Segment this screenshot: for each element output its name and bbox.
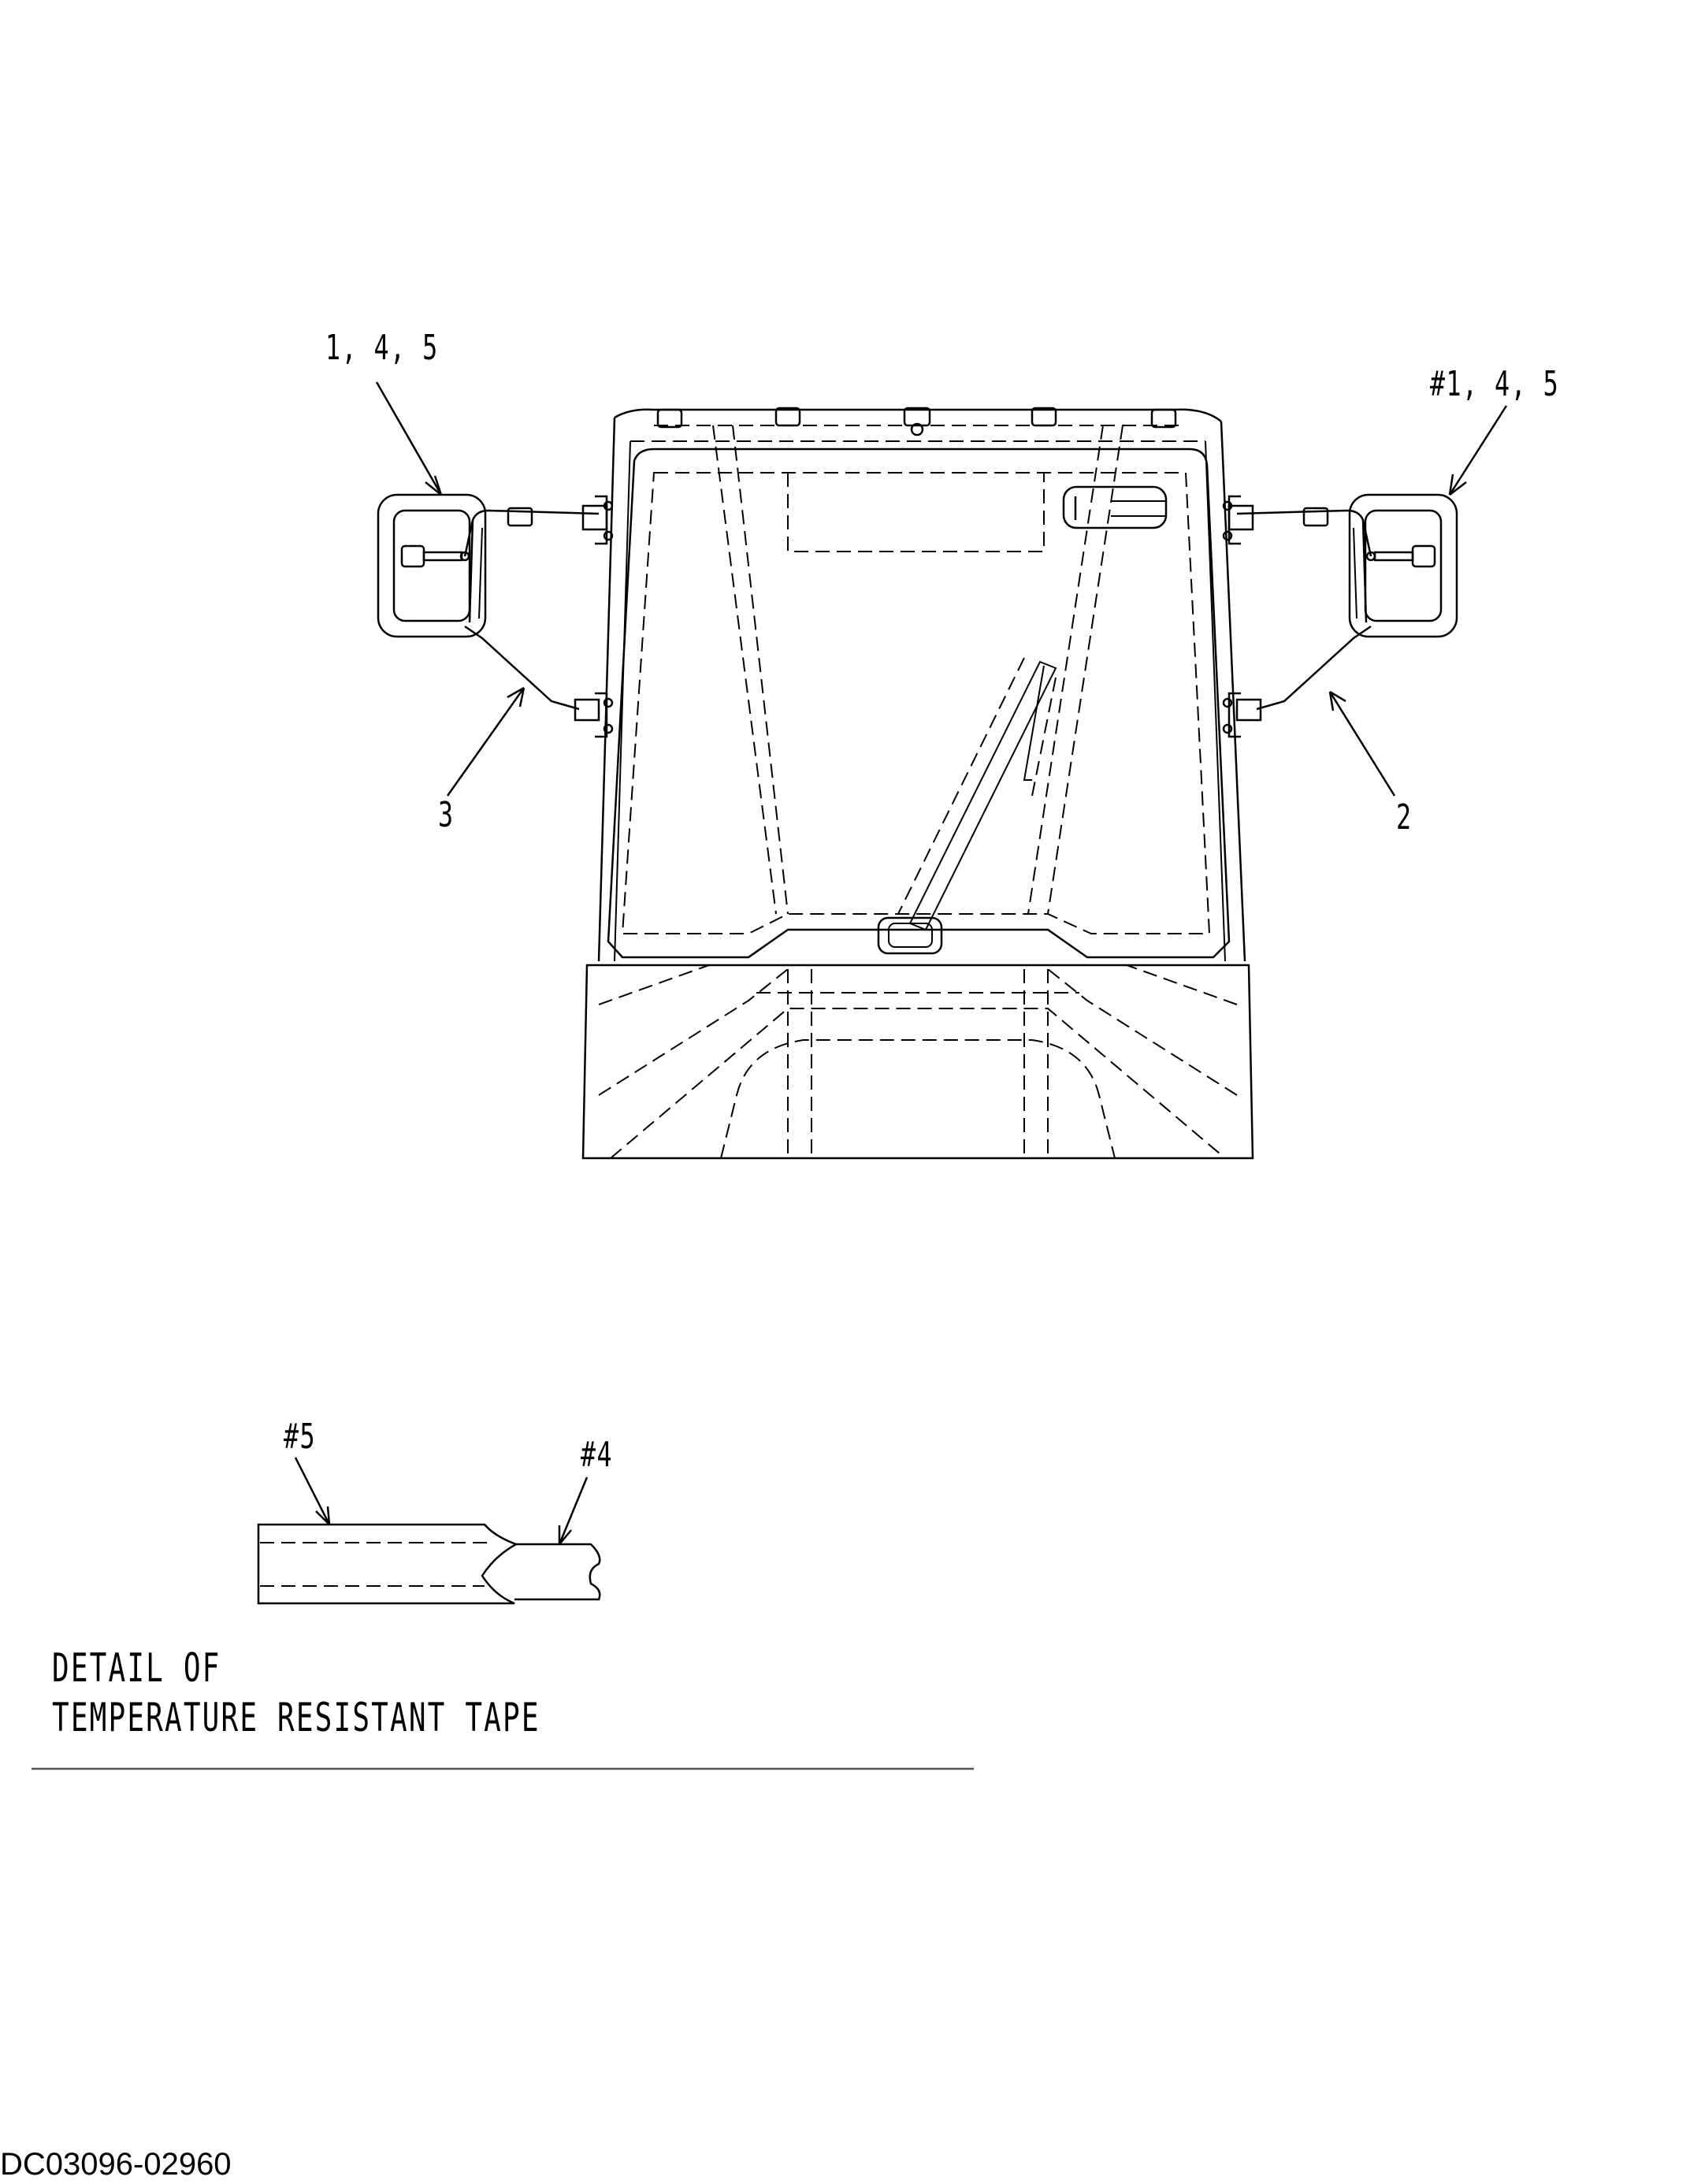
- callout-tape-inner: #4: [581, 1435, 614, 1475]
- callout-left-stay: 3: [438, 795, 455, 835]
- document-id: DC03096-02960: [0, 2147, 232, 2182]
- callout-right-mirror: #1, 4, 5: [1430, 364, 1560, 404]
- left-mirror-assembly: [377, 493, 614, 738]
- callout-left-mirror: 1, 4, 5: [325, 328, 439, 368]
- leader-lines: [375, 381, 1508, 797]
- right-mirror-assembly: [1222, 493, 1458, 738]
- callout-right-stay: 2: [1396, 797, 1413, 838]
- tape-detail: [257, 1457, 601, 1605]
- callout-tape-outer: #5: [284, 1417, 317, 1457]
- cab-body: [581, 407, 1254, 1160]
- detail-title-line2: TEMPERATURE RESISTANT TAPE: [52, 1695, 540, 1740]
- detail-title-line1: DETAIL OF: [52, 1645, 221, 1691]
